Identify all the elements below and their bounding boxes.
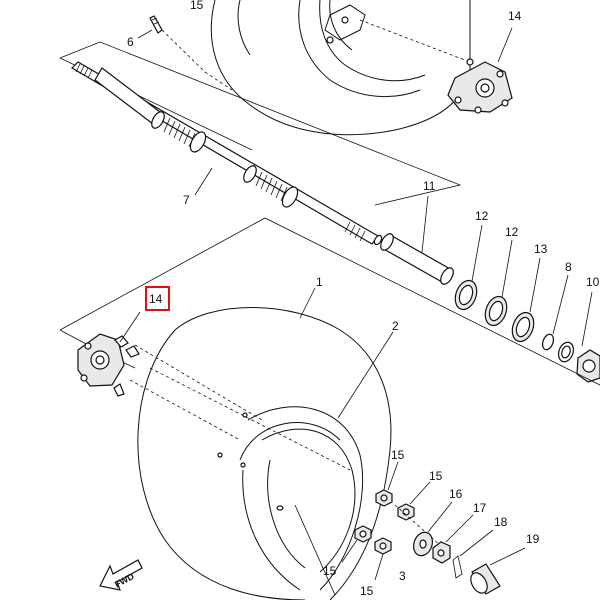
label-1: 1: [316, 275, 323, 289]
washer-8: [541, 333, 555, 351]
oil-seal-13: [511, 311, 535, 343]
washer-10: [557, 341, 575, 363]
label-14-top: 14: [508, 9, 522, 23]
label-15-top: 15: [190, 0, 204, 12]
upper-panel-outline: [59, 41, 462, 206]
cotter-pin-18: [452, 555, 463, 579]
label-2: 2: [392, 319, 399, 333]
label-7: 7: [183, 193, 190, 207]
spacer-11: [380, 233, 454, 285]
lower-tire-1: [137, 307, 392, 600]
highlight-box: [145, 286, 170, 311]
label-17: 17: [473, 501, 487, 515]
label-15-a: 15: [391, 448, 405, 462]
label-12b: 12: [505, 225, 519, 239]
upper-tire: [210, 0, 471, 136]
upper-hub-14: [447, 58, 513, 114]
callout-labels: 15 6 14 7 11 12 12 13 8 10 1 2 14 15 15 …: [127, 0, 600, 598]
label-3: 3: [399, 569, 406, 583]
castle-nut-17: [432, 541, 451, 564]
label-14-highlight: 14: [149, 292, 163, 306]
bearing-12a: [454, 279, 478, 311]
label-18: 18: [494, 515, 508, 529]
label-11: 11: [423, 179, 436, 193]
cap-19: [470, 563, 501, 595]
label-13: 13: [534, 242, 548, 256]
lug-nut-a: [375, 489, 393, 507]
label-15-b: 15: [429, 469, 443, 483]
lower-hub-14: [77, 333, 140, 397]
fwd-arrow-icon: FWD: [99, 559, 143, 591]
upper-panel: [59, 0, 513, 206]
lug-nut-c: [354, 525, 372, 543]
rear-axle-7: [71, 61, 383, 246]
label-16: 16: [449, 487, 463, 501]
lug-nuts-15: [354, 489, 415, 555]
lug-nut-d: [374, 537, 392, 555]
lug-nut-b: [397, 503, 415, 521]
bearing-12b: [484, 295, 508, 327]
label-8: 8: [565, 260, 572, 274]
stud-6: [149, 15, 163, 34]
label-15-c: 15: [323, 564, 337, 578]
axle-nut: [576, 349, 600, 383]
label-10: 10: [586, 275, 600, 289]
label-6: 6: [127, 35, 134, 49]
label-15-d: 15: [360, 584, 374, 598]
washer-16: [412, 531, 434, 557]
label-19: 19: [526, 532, 540, 546]
label-12a: 12: [475, 209, 489, 223]
